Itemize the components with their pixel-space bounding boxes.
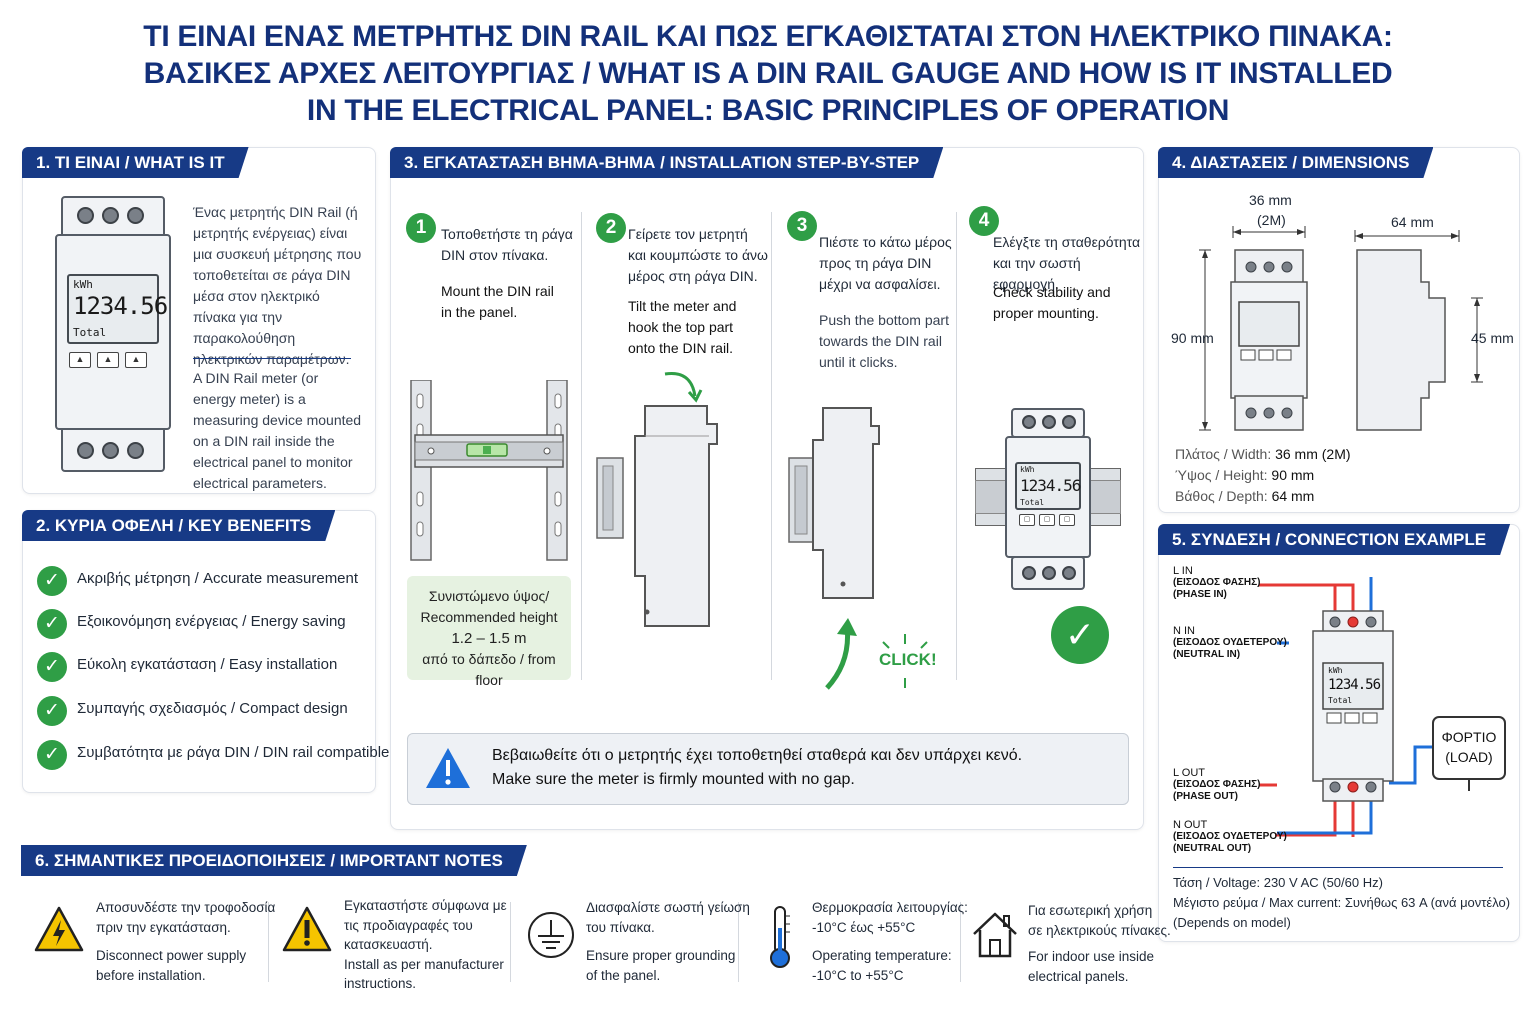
check-icon: ✓: [37, 740, 67, 770]
section-what-is-it: 1. ΤΙ ΕΙΝΑΙ / WHAT IS IT kWh 1234.56 Tot…: [22, 147, 376, 494]
step-number: 2: [596, 213, 626, 243]
push-up-arrow-icon: [825, 618, 857, 690]
meter-button: ▲: [97, 352, 119, 368]
current-spec: Μέγιστο ρεύμα / Max current: Συνήθως 63 …: [1173, 895, 1511, 910]
what-is-it-english: A DIN Rail meter (or energy meter) is a …: [193, 370, 362, 491]
thermometer-icon: [770, 906, 790, 968]
meter-button: ▲: [125, 352, 147, 368]
section-1-header: 1. ΤΙ ΕΙΝΑΙ / WHAT IS IT: [22, 147, 249, 178]
check-icon: ✓: [37, 609, 67, 639]
meter-lcd-small: kWh 1234.56 Total: [1328, 666, 1381, 705]
spec-row: Πλάτος / Width: 36 mm (2M): [1175, 446, 1351, 462]
push-meter-illustration: [788, 407, 880, 599]
step-number: 1: [406, 213, 436, 243]
section-3-header: 3. ΕΓΚΑΤΑΣΤΑΣΗ ΒΗΜΑ-ΒΗΜΑ / INSTALLATION …: [390, 147, 943, 178]
spec-row: Βάθος / Depth: 64 mm: [1175, 488, 1315, 504]
check-icon: ✓: [37, 652, 67, 682]
warning-icon: [282, 906, 332, 952]
section-4-header: 4. ΔΙΑΣΤΑΣΕΙΣ / DIMENSIONS: [1158, 147, 1433, 178]
step-number: 4: [969, 206, 999, 236]
width-label: 36 mm: [1249, 192, 1292, 208]
l-in-label: L IN(ΕΙΣΟΔΟΣ ΦΑΣΗΣ)(PHASE IN): [1173, 565, 1261, 600]
recommended-height-box: Συνιστώμενο ύψος/ Recommended height 1.2…: [407, 576, 571, 688]
section-6-header: 6. ΣΗΜΑΝΤΙΚΕΣ ΠΡΟΕΙΔΟΠΟΙΗΣΕΙΣ / IMPORTAN…: [21, 845, 527, 876]
l-out-label: L OUT(ΕΙΣΟΔΟΣ ΦΑΣΗΣ)(PHASE OUT): [1173, 767, 1261, 802]
check-icon: ✓: [37, 696, 67, 726]
mounting-warning: Βεβαιωθείτε ότι ο μετρητής έχει τοποθετη…: [407, 733, 1129, 805]
section-connection: 5. ΣΥΝΔΕΣΗ / CONNECTION EXAMPLE kWh 12: [1158, 524, 1520, 942]
mounted-meter-illustration: kWh 1234.56 Total ▢▢▢: [975, 406, 1121, 592]
n-in-label: N IN(ΕΙΣΟΔΟΣ ΟΥΔΕΤΕΡΟΥ)(NEUTRAL IN): [1173, 625, 1287, 660]
meter-illustration: kWh 1234.56 Total ▲ ▲ ▲: [55, 196, 171, 474]
warning-triangle-icon: [426, 748, 470, 788]
electric-hazard-icon: [34, 906, 84, 952]
side-height-label: 45 mm: [1471, 330, 1514, 346]
voltage-spec: Τάση / Voltage: 230 V AC (50/60 Hz): [1173, 875, 1383, 890]
section-5-header: 5. ΣΥΝΔΕΣΗ / CONNECTION EXAMPLE: [1158, 524, 1510, 555]
meter-lcd: kWh 1234.56 Total: [67, 274, 168, 344]
n-out-label: N OUT(ΕΙΣΟΔΟΣ ΟΥΔΕΤΕΡΟΥ)(NEUTRAL OUT): [1173, 819, 1287, 854]
section-important-notes: 6. ΣΗΜΑΝΤΙΚΕΣ ΠΡΟΕΙΔΟΠΟΙΗΣΕΙΣ / IMPORTAN…: [21, 845, 1171, 1006]
click-burst-icon: [882, 634, 928, 688]
step-number: 3: [787, 211, 817, 241]
ground-icon: [528, 912, 574, 958]
what-is-it-greek: Ένας μετρητής DIN Rail (ή μετρητής ενέργ…: [193, 204, 362, 367]
house-icon: [973, 912, 1017, 958]
section-key-benefits: 2. ΚΥΡΙΑ ΟΦΕΛΗ / KEY BENEFITS ✓ Ακριβής …: [22, 510, 389, 793]
click-label: CLICK!: [879, 650, 937, 669]
section-installation: 3. ΕΓΚΑΤΑΣΤΑΣΗ ΒΗΜΑ-ΒΗΜΑ / INSTALLATION …: [390, 147, 1144, 830]
section-2-header: 2. ΚΥΡΙΑ ΟΦΕΛΗ / KEY BENEFITS: [22, 510, 335, 541]
depends-note: (Depends on model): [1173, 915, 1291, 930]
check-icon: ✓: [37, 566, 67, 596]
height-label: 90 mm: [1171, 330, 1214, 346]
section-dimensions: 4. ΔΙΑΣΤΑΣΕΙΣ / DIMENSIONS 36 mm (2M) 64…: [1158, 147, 1520, 513]
dimension-drawing: [1199, 226, 1483, 431]
meter-button: ▲: [69, 352, 91, 368]
width-sub-label: (2M): [1257, 212, 1286, 228]
load-label: ΦΟΡΤΙΟ(LOAD): [1441, 729, 1497, 765]
page-title: ΤΙ ΕΙΝΑΙ ΕΝΑΣ ΜΕΤΡΗΤΗΣ DIN RAIL ΚΑΙ ΠΩΣ …: [143, 20, 1393, 127]
din-rail-illustration: [410, 380, 568, 561]
depth-label: 64 mm: [1391, 214, 1434, 230]
success-check-icon: ✓: [1051, 606, 1109, 664]
wiring-diagram: [1259, 577, 1506, 837]
tilt-meter-illustration: [596, 371, 718, 627]
spec-row: Ύψος / Height: 90 mm: [1175, 467, 1315, 483]
